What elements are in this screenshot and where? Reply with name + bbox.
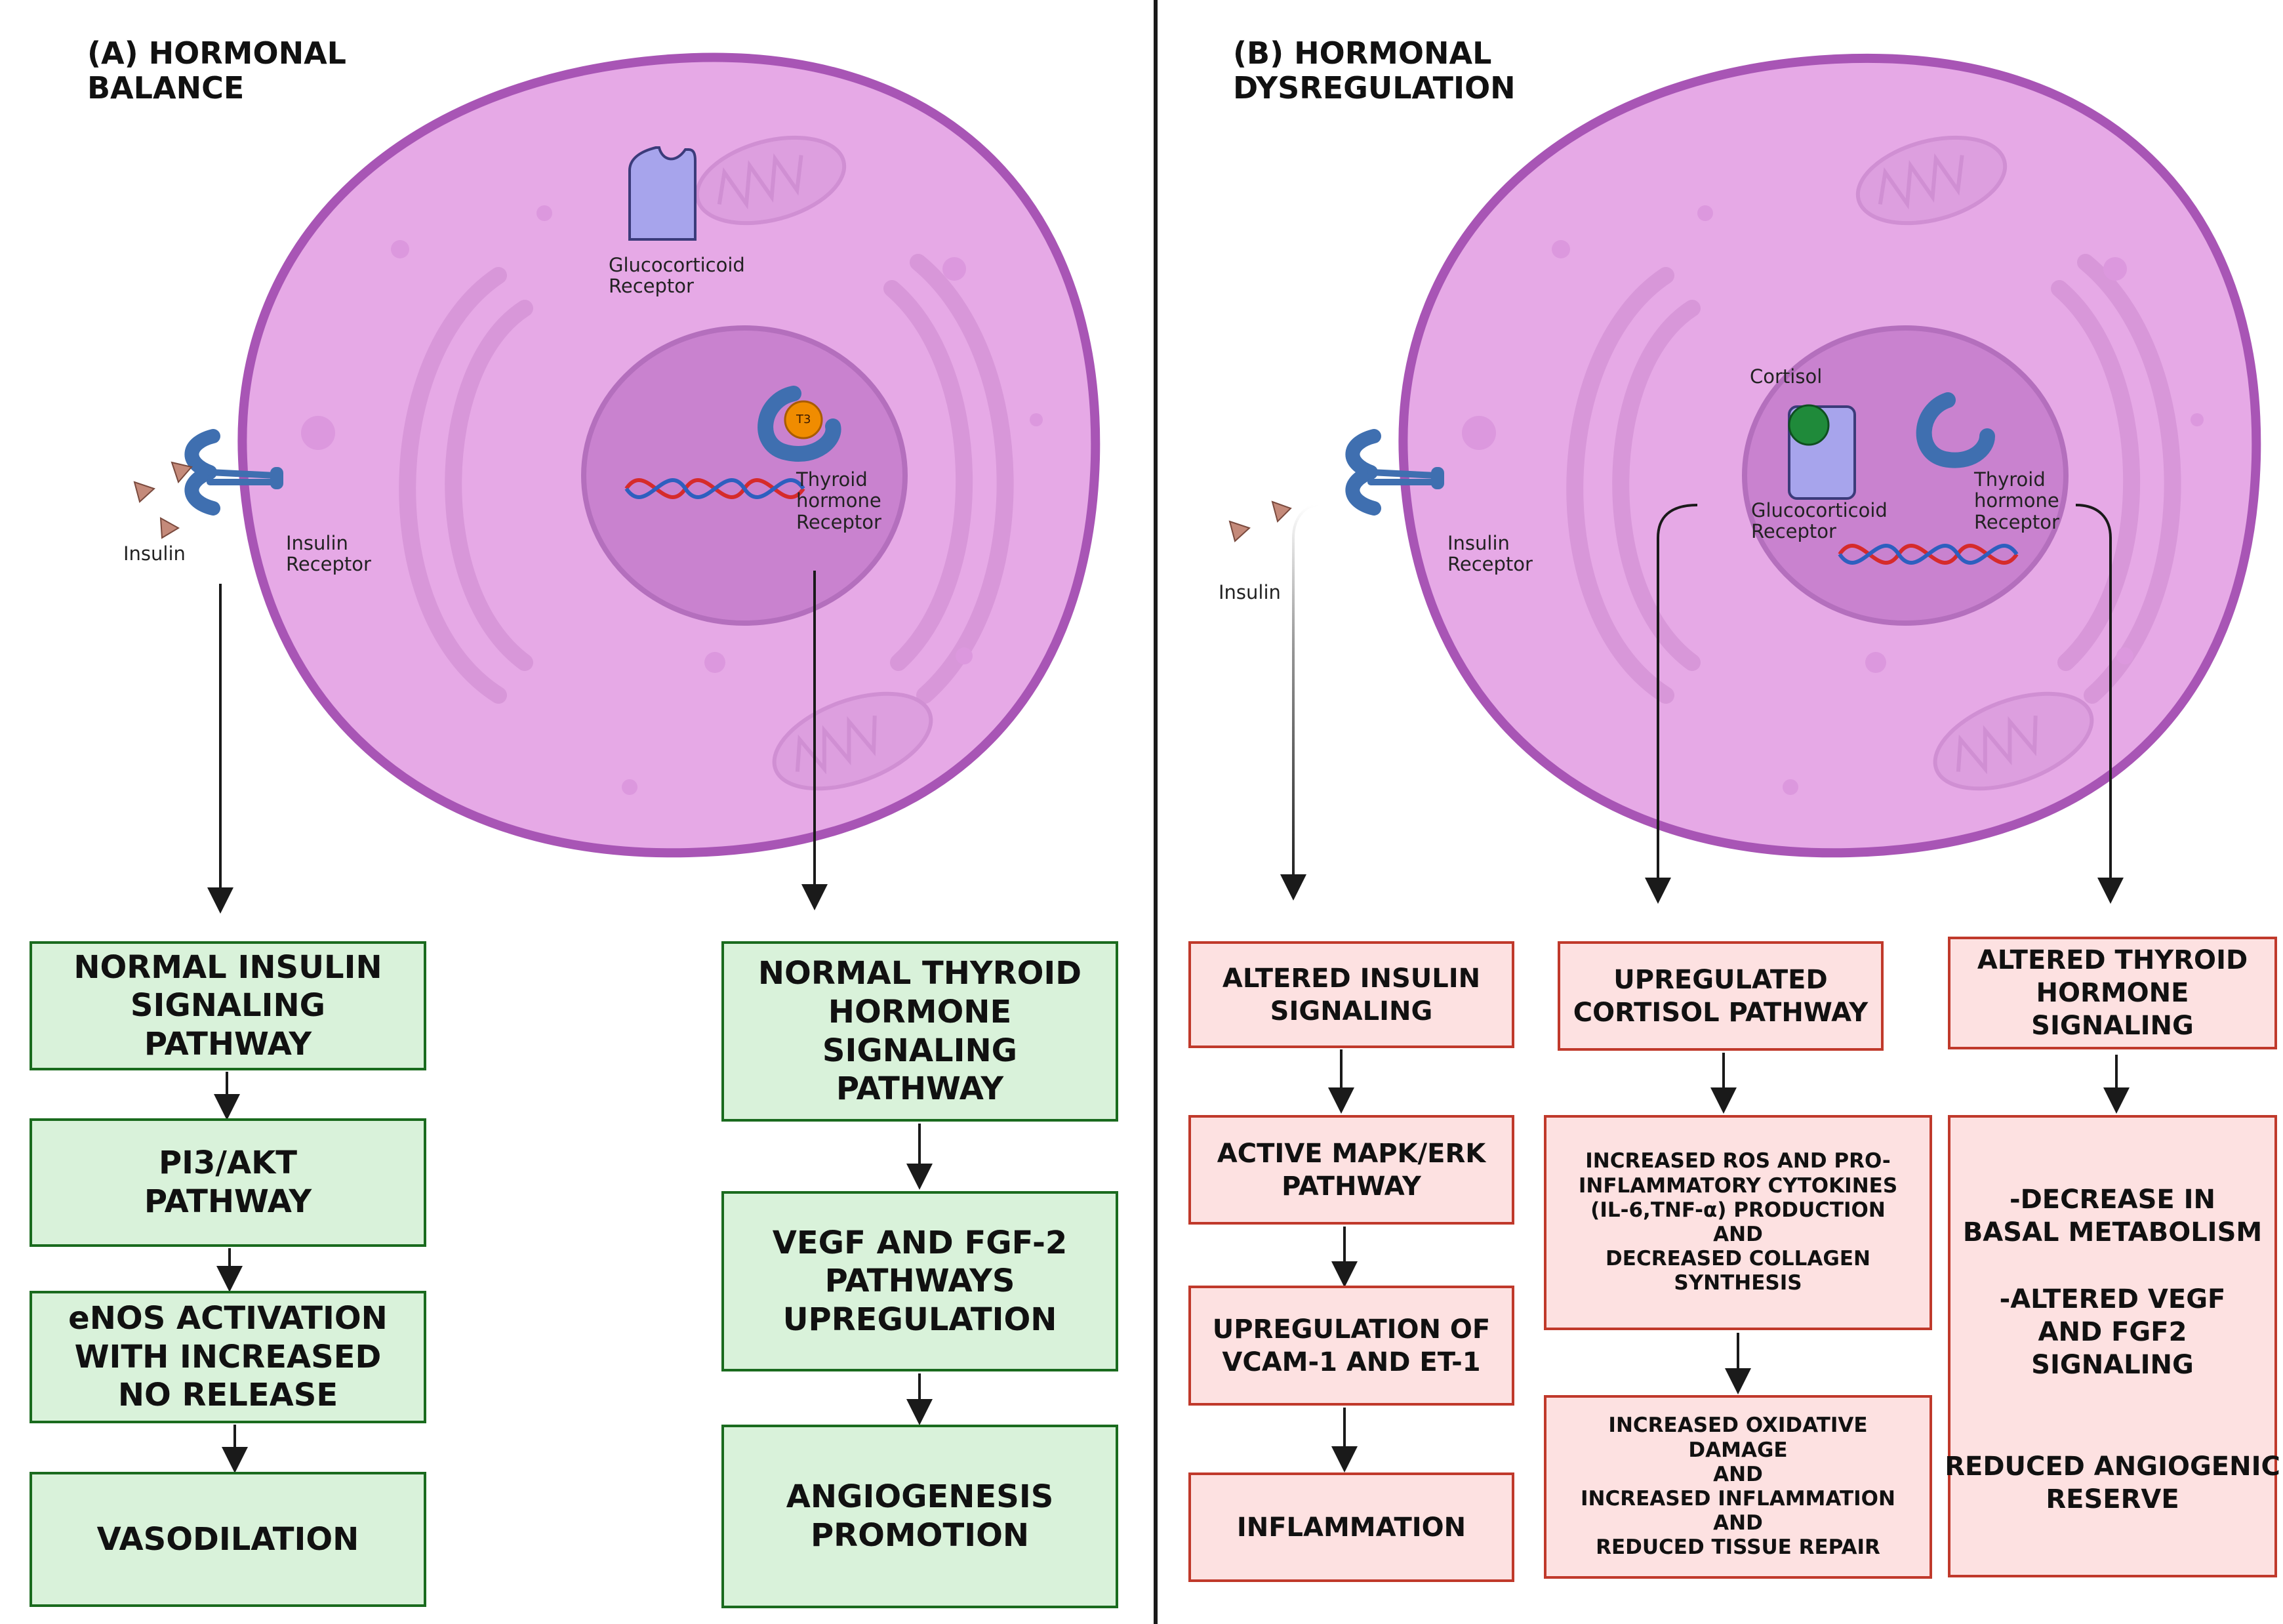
cortisol-label: Cortisol [1750, 365, 1823, 388]
box-vegf-fgf2-upregulation: VEGF AND FGF-2 PATHWAYS UPREGULATION [721, 1191, 1118, 1371]
insulin-molecules-a [133, 461, 193, 539]
insulin-receptor-icon-b [1345, 429, 1444, 516]
glucocorticoid-receptor-icon-a [628, 146, 697, 241]
thyroid-effect-reduced-angiogenic-reserve: REDUCED ANGIOGENIC RESERVE [1945, 1451, 2280, 1514]
box-normal-thyroid-signaling: NORMAL THYROID HORMONE SIGNALING PATHWAY [721, 941, 1118, 1122]
box-increased-ros-cytokines: INCREASED ROS AND PRO- INFLAMMATORY CYTO… [1544, 1115, 1932, 1330]
insulin-label-a: Insulin [123, 542, 186, 565]
endoplasmic-reticulum-a [399, 254, 1014, 704]
vesicles-b [1462, 205, 2204, 795]
thyroid-receptor-icon-a [758, 386, 841, 462]
panel-divider [1154, 0, 1158, 1624]
panel-b-cell [1228, 53, 2261, 858]
box-thyroid-effects: -DECREASE IN BASAL METABOLISM -ALTERED V… [1945, 1115, 2280, 1577]
nucleus-b [1742, 325, 2069, 626]
dna-icon-b [1838, 544, 2019, 565]
box-enos-activation: eNOS ACTIVATION WITH INCREASED NO RELEAS… [30, 1291, 426, 1423]
cortisol-molecule-icon [1788, 404, 1830, 446]
arrow-b-thyroid-to-box [2075, 504, 2124, 904]
box-increased-oxidative-damage: INCREASED OXIDATIVE DAMAGE AND INCREASED… [1544, 1395, 1932, 1579]
box-altered-thyroid-signaling: ALTERED THYROID HORMONE SIGNALING [1948, 937, 2277, 1049]
box-angiogenesis-promotion: ANGIOGENESIS PROMOTION [721, 1425, 1118, 1608]
t3-label: T3 [796, 413, 811, 426]
thyroid-receptor-icon-b [1916, 392, 1995, 468]
box-upregulated-cortisol-pathway: UPREGULATED CORTISOL PATHWAY [1558, 941, 1884, 1051]
panel-a-cell [133, 52, 1101, 858]
thyroid-receptor-label-b: Thyroid hormone Receptor [1974, 468, 2059, 533]
glucocorticoid-receptor-label-b: Glucocorticoid Receptor [1751, 499, 1888, 543]
box-active-mapk-erk: ACTIVE MAPK/ERK PATHWAY [1188, 1115, 1514, 1225]
mitochondrion-b-1 [1855, 135, 2008, 226]
arrow-b-cortisol-to-box [1645, 504, 1698, 904]
vesicles-a [301, 205, 1043, 795]
insulin-molecules-b [1228, 500, 1292, 542]
dna-icon-a [624, 478, 805, 499]
mitochondrion-a-1 [695, 135, 847, 226]
insulin-receptor-icon-a [184, 429, 283, 516]
panel-b-title: (B) HORMONAL DYSREGULATION [1233, 35, 1516, 106]
thyroid-effect-vegf-fgf2: -ALTERED VEGF AND FGF2 SIGNALING [1999, 1284, 2226, 1380]
arrow-b-insulin-to-box [1280, 504, 1319, 901]
panel-a-title: (A) HORMONAL BALANCE [87, 35, 346, 106]
thyroid-effect-basal-metabolism: -DECREASE IN BASAL METABOLISM [1962, 1185, 2263, 1248]
nucleus-a [581, 325, 908, 626]
thyroid-receptor-label-a: Thyroid hormone Receptor [796, 468, 881, 533]
box-altered-insulin-signaling: ALTERED INSULIN SIGNALING [1188, 941, 1514, 1048]
box-normal-insulin-signaling: NORMAL INSULIN SIGNALING PATHWAY [30, 941, 426, 1070]
insulin-receptor-label-b: Insulin Receptor [1447, 532, 1533, 576]
t3-hormone-icon-a [784, 400, 823, 439]
glucocorticoid-receptor-label-a: Glucocorticoid Receptor [609, 254, 745, 298]
box-vasodilation: VASODILATION [30, 1472, 426, 1607]
insulin-label-b: Insulin [1219, 581, 1281, 603]
box-inflammation: INFLAMMATION [1188, 1472, 1514, 1582]
mitochondrion-b-2 [1933, 691, 2094, 791]
box-upregulation-vcam1-et1: UPREGULATION OF VCAM-1 AND ET-1 [1188, 1286, 1514, 1406]
box-pi3-akt-pathway: PI3/AKT PATHWAY [30, 1118, 426, 1247]
endoplasmic-reticulum-b [1566, 254, 2181, 704]
insulin-receptor-label-a: Insulin Receptor [286, 532, 371, 576]
